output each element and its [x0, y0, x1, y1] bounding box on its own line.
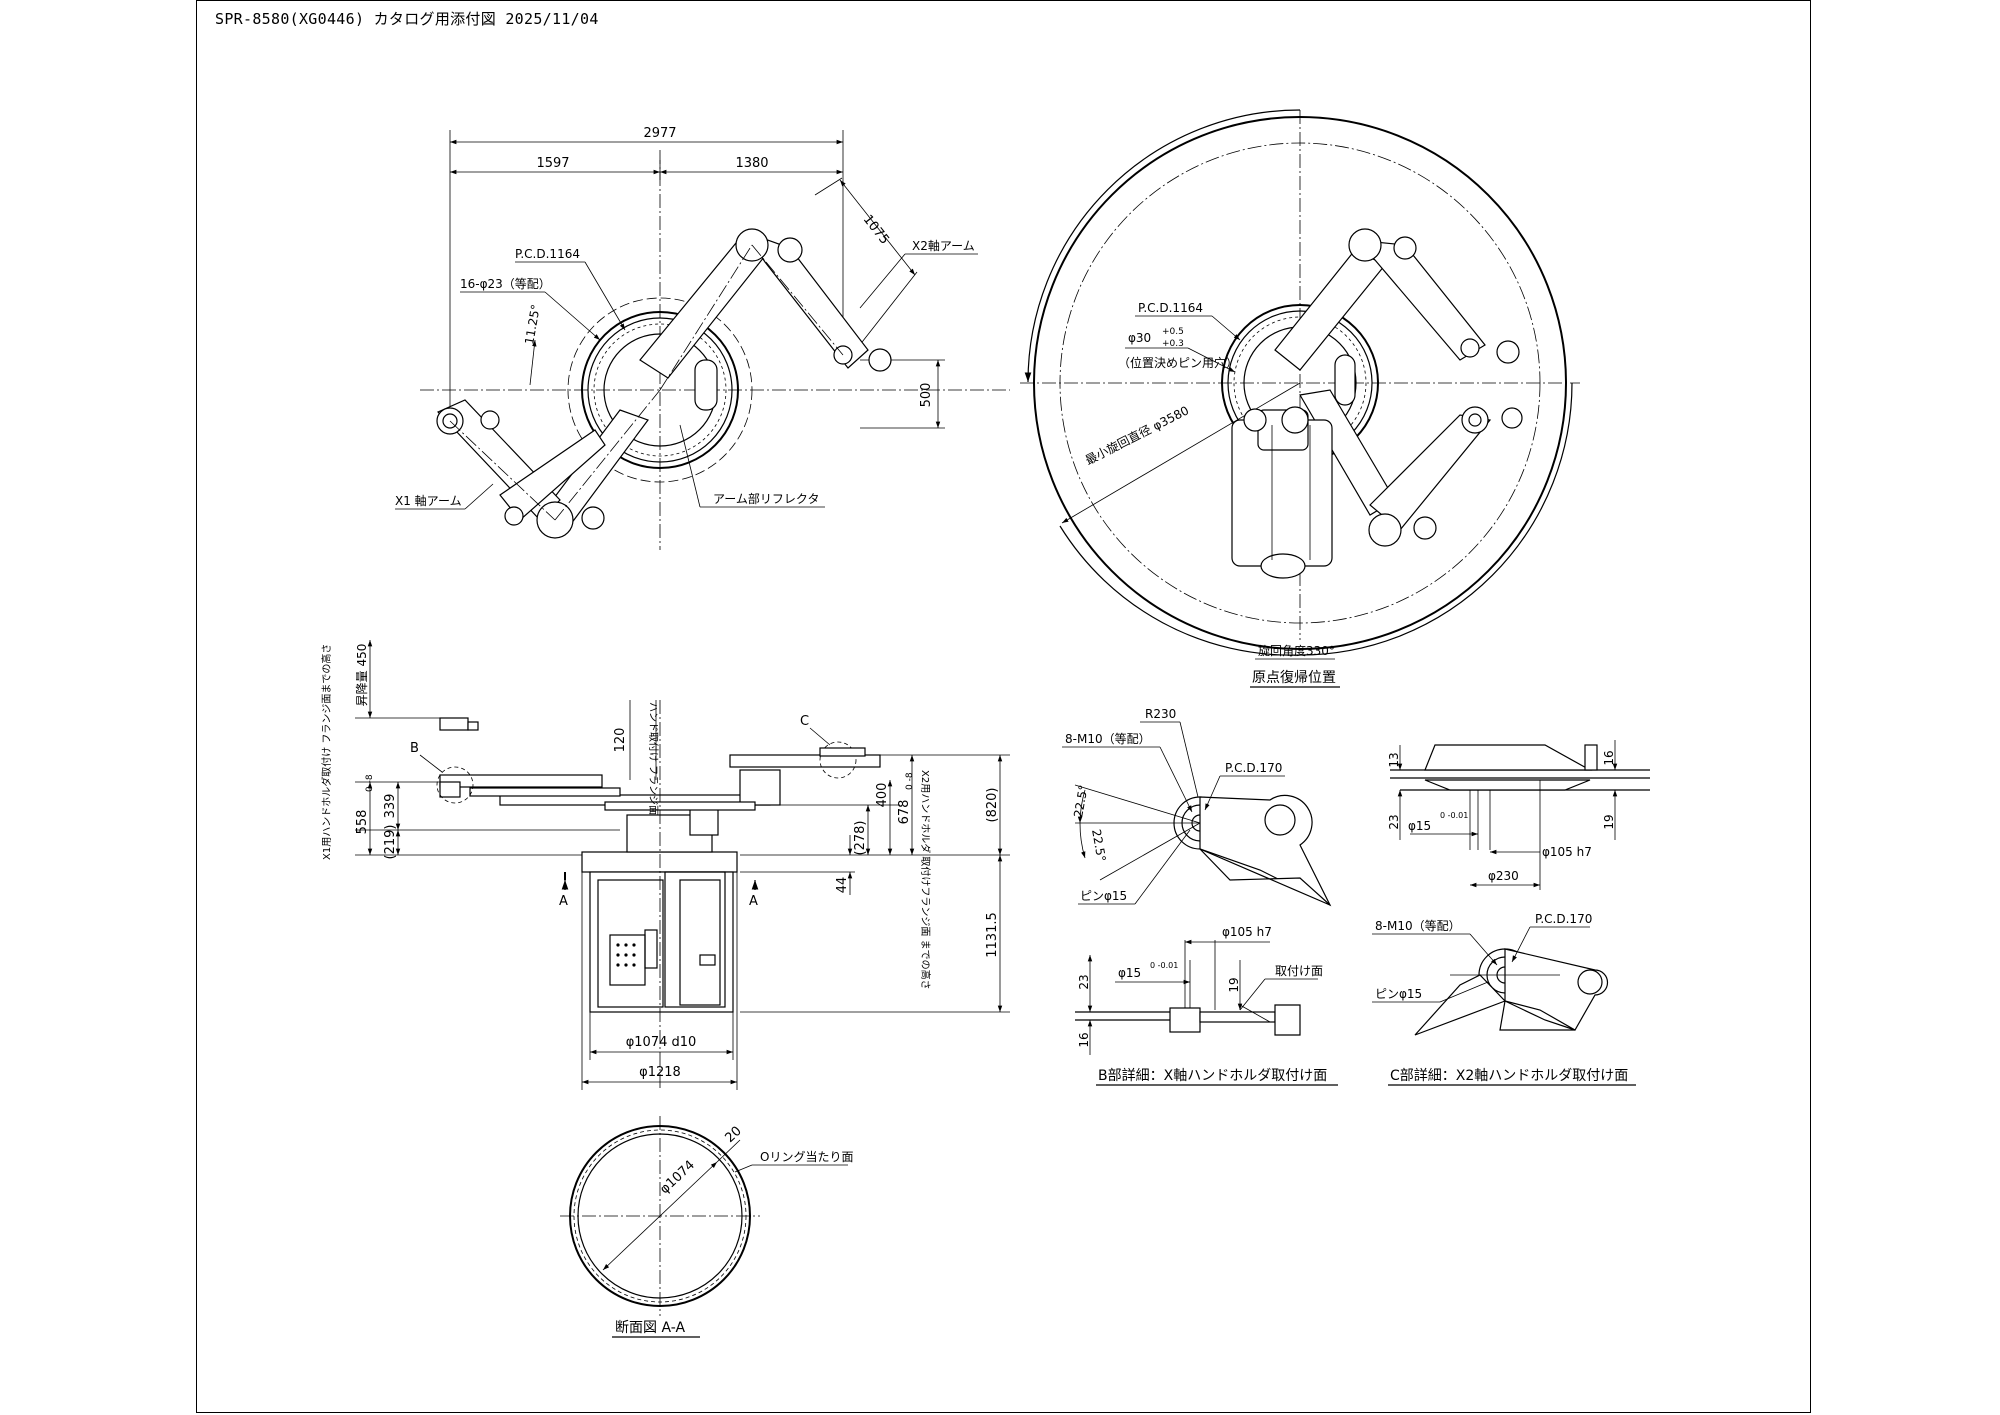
wall-20: 20	[722, 1124, 744, 1146]
dim-1597: 1597	[536, 156, 569, 171]
detail-b-plan: 22.5° 22.5° R230 8-M10（等配） P.C.D.170 ピンφ…	[1062, 707, 1332, 907]
x2-height-label: X2用ハンドホルダ 取付けフランジ面 までの高さ	[919, 770, 932, 990]
angle-b2: 22.5°	[1089, 828, 1108, 863]
pcd-label-c: P.C.D.170	[1535, 912, 1592, 926]
m10-label-c: 8-M10（等配）	[1375, 919, 1461, 933]
pcd-label-b: P.C.D.170	[1225, 761, 1282, 775]
lift-label: 昇降量 450	[355, 644, 369, 707]
detail-c-side: 13 23 16 19 φ15 0 -0.01 φ105 h7 φ230	[1387, 740, 1650, 890]
dim-558: 558	[355, 810, 370, 835]
detail-b-side: φ105 h7 φ15 0 -0.01 23 16 19 取付け面 B部詳細：X…	[1075, 925, 1338, 1086]
d15-label-c: φ15	[1408, 819, 1431, 833]
tol-lower: +0.3	[1162, 339, 1184, 349]
dim-1075: 1075	[860, 212, 892, 247]
dim-44: 44	[835, 877, 850, 894]
h19-label-b: 19	[1227, 977, 1241, 992]
rotation-label: 旋回角度330°	[1258, 643, 1335, 658]
drawing-title: SPR-8580(XG0446) カタログ用添付図 2025/11/04	[215, 10, 599, 28]
dim-339: 339	[383, 794, 398, 819]
dia-1074-section: φ1074	[657, 1158, 698, 1197]
detail-c-caption: C部詳細：X2軸ハンドホルダ取付け面	[1390, 1068, 1628, 1084]
label-c: C	[800, 714, 809, 729]
dim-1074-d10: φ1074 d10	[626, 1035, 697, 1050]
d230-label-c: φ230	[1488, 869, 1519, 883]
pcd-label: P.C.D.1164	[515, 247, 580, 261]
top-left-plan-view: 2977 1597 1380 500 1075	[395, 126, 1010, 550]
h13-label-c: 13	[1387, 752, 1401, 767]
d15-label-b: φ15	[1118, 966, 1141, 980]
dim-678-tol: 0 -8	[905, 772, 915, 790]
tol-upper: +0.5	[1162, 327, 1184, 337]
section-caption: 断面図 A-A	[615, 1320, 685, 1336]
h23-label-b: 23	[1077, 974, 1091, 989]
dim-678: 678	[897, 800, 912, 825]
dim-1380: 1380	[735, 156, 768, 171]
dim-2977: 2977	[643, 126, 676, 141]
x1-height-label: X1用ハンドホルダ取付け フランジ面までの高さ	[320, 644, 333, 860]
r230-label: R230	[1145, 707, 1176, 721]
dim-1218: φ1218	[639, 1065, 681, 1080]
d15-tol-c: 0 -0.01	[1440, 811, 1468, 820]
dim-120: 120	[613, 728, 628, 753]
angle-label: 11.25°	[522, 303, 543, 345]
dim-820: (820)	[985, 788, 1000, 823]
hand-flange-label: ハンド取付け フランジ面	[647, 702, 660, 815]
top-right-plan-view: P.C.D.1164 φ30 +0.5 +0.3 （位置決めピン用穴） 最小旋回…	[1020, 109, 1580, 688]
x2-arm-label: X2軸アーム	[912, 239, 975, 253]
mount-label-b: 取付け面	[1275, 964, 1323, 978]
drawing-frame	[196, 0, 1811, 1413]
min-dia-label: 最小旋回直径 φ3580	[1083, 403, 1191, 467]
m10-label-b: 8-M10（等配）	[1065, 732, 1151, 746]
holes-label: 16-φ23（等配）	[460, 277, 551, 291]
dim-500: 500	[919, 383, 934, 408]
oring-label: Oリング当たり面	[760, 1150, 853, 1164]
dim-219: (219)	[383, 825, 398, 860]
d15-tol-b: 0 -0.01	[1150, 961, 1178, 970]
d105-label-b: φ105 h7	[1222, 925, 1272, 939]
dim-400: 400	[875, 783, 890, 808]
side-elevation-view: ハンド取付け フランジ面 120 昇降量 450 558 0 -8 339 (2…	[320, 640, 1010, 1090]
pcd-label-right: P.C.D.1164	[1138, 301, 1203, 315]
section-a-left: A	[559, 894, 568, 909]
d105-label-c: φ105 h7	[1542, 845, 1592, 859]
h19-label-c: 19	[1602, 814, 1616, 829]
home-position-caption: 原点復帰位置	[1252, 669, 1336, 686]
dim-558-tol: 0 -8	[365, 774, 375, 792]
h16-label-c: 16	[1602, 750, 1616, 765]
dim-278: (278)	[853, 821, 868, 856]
section-a-a-view: φ1074 20 Oリング当たり面 断面図 A-A	[560, 1116, 853, 1338]
pin-note-label: （位置決めピン用穴）	[1118, 355, 1238, 370]
label-b: B	[410, 741, 419, 756]
x1-arm-label: X1 軸アーム	[395, 494, 462, 508]
h23-label-c: 23	[1387, 814, 1401, 829]
pin-hole-label: φ30	[1128, 331, 1151, 345]
h16-label-b: 16	[1077, 1032, 1091, 1047]
dim-1131: 1131.5	[985, 912, 1000, 958]
pin-label-b: ピンφ15	[1080, 889, 1127, 903]
detail-c-plan: 8-M10（等配） P.C.D.170 ピンφ15 C部詳細：X2軸ハンドホルダ…	[1372, 912, 1636, 1086]
reflector-label: アーム部リフレクタ	[713, 491, 819, 506]
angle-b1: 22.5°	[1071, 784, 1090, 819]
section-a-right: A	[749, 894, 758, 909]
detail-b-caption: B部詳細：X軸ハンドホルダ取付け面	[1098, 1068, 1327, 1084]
pin-label-c: ピンφ15	[1375, 987, 1422, 1001]
